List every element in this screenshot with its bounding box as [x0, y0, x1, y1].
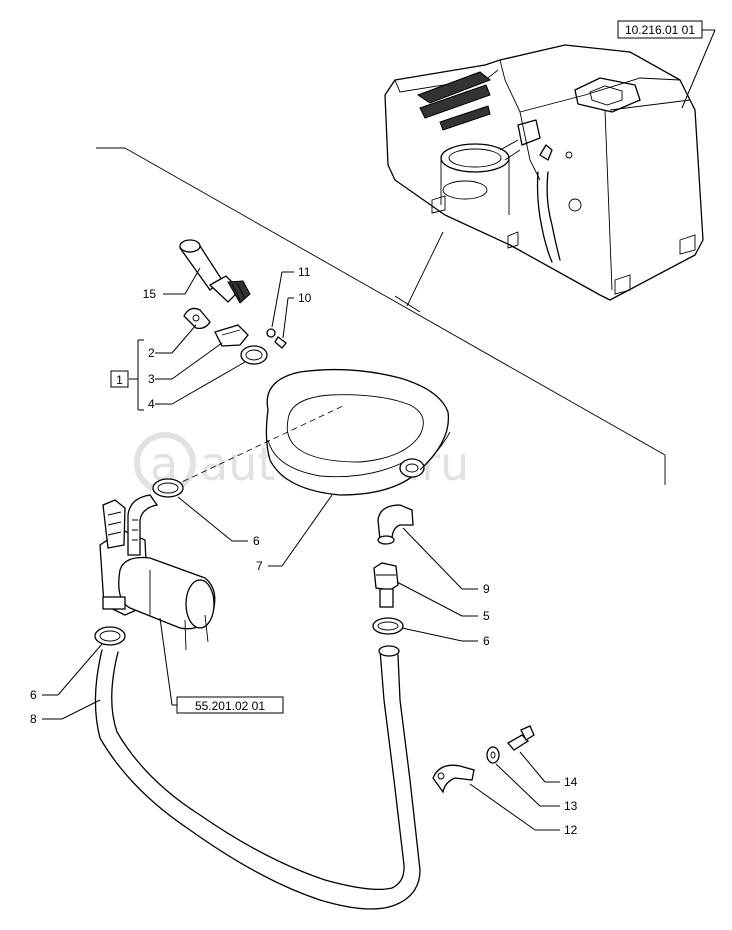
- part-5-adapter: [373, 562, 399, 608]
- callout-4: 4: [148, 397, 155, 411]
- callout-10: 10: [298, 291, 312, 305]
- part-3-clip: [214, 324, 249, 347]
- callout-6-right: 6: [483, 634, 490, 648]
- part-8-hose: [94, 645, 421, 910]
- tank-assembly: [384, 44, 704, 301]
- vent-grille: [416, 71, 491, 131]
- callout-6-lower: 6: [30, 688, 37, 702]
- pump-assembly: [99, 478, 216, 651]
- pump-reference-label: 55.201.02 01: [195, 699, 265, 713]
- callout-7: 7: [256, 559, 263, 573]
- callout-14: 14: [564, 775, 578, 789]
- separator-lines: [96, 147, 666, 485]
- callout-13: 13: [564, 799, 578, 813]
- centre-line: [164, 404, 346, 491]
- part-13-washer: [486, 746, 500, 764]
- callout-11: 11: [298, 265, 311, 279]
- pump-reference: 55.201.02 01: [159, 617, 284, 714]
- callout-5: 5: [483, 609, 490, 623]
- callout-6-upper: 6: [253, 534, 260, 548]
- kit-label: 1: [116, 373, 123, 387]
- callout-labels: 15 11 10 2 3 4 6 7 9 5 6 6 8 14 13 12: [30, 265, 578, 837]
- callout-9: 9: [483, 582, 490, 596]
- part-4-clamp: [240, 345, 268, 365]
- part-14-bolt: [506, 725, 535, 751]
- callout-15: 15: [143, 287, 157, 301]
- part-10-11-bolt: [266, 328, 287, 349]
- part-15-tube: [179, 239, 251, 304]
- tank-reference: 10.216.01 01: [617, 20, 716, 109]
- callout-2: 2: [148, 346, 155, 360]
- leader-lines: [42, 267, 560, 831]
- part-12-clip: [432, 764, 475, 794]
- tank-reference-label: 10.216.01 01: [625, 23, 695, 37]
- part-6-clamp-lower: [94, 626, 126, 646]
- part-6-clamp-right: [372, 617, 404, 635]
- callout-12: 12: [564, 823, 578, 837]
- part-2-bracket: [183, 307, 211, 330]
- kit-reference: 1: [110, 370, 129, 388]
- part-7-hose-coil: [265, 368, 451, 496]
- part-9-elbow: [377, 504, 414, 545]
- callout-3: 3: [148, 372, 155, 386]
- callout-8: 8: [30, 712, 37, 726]
